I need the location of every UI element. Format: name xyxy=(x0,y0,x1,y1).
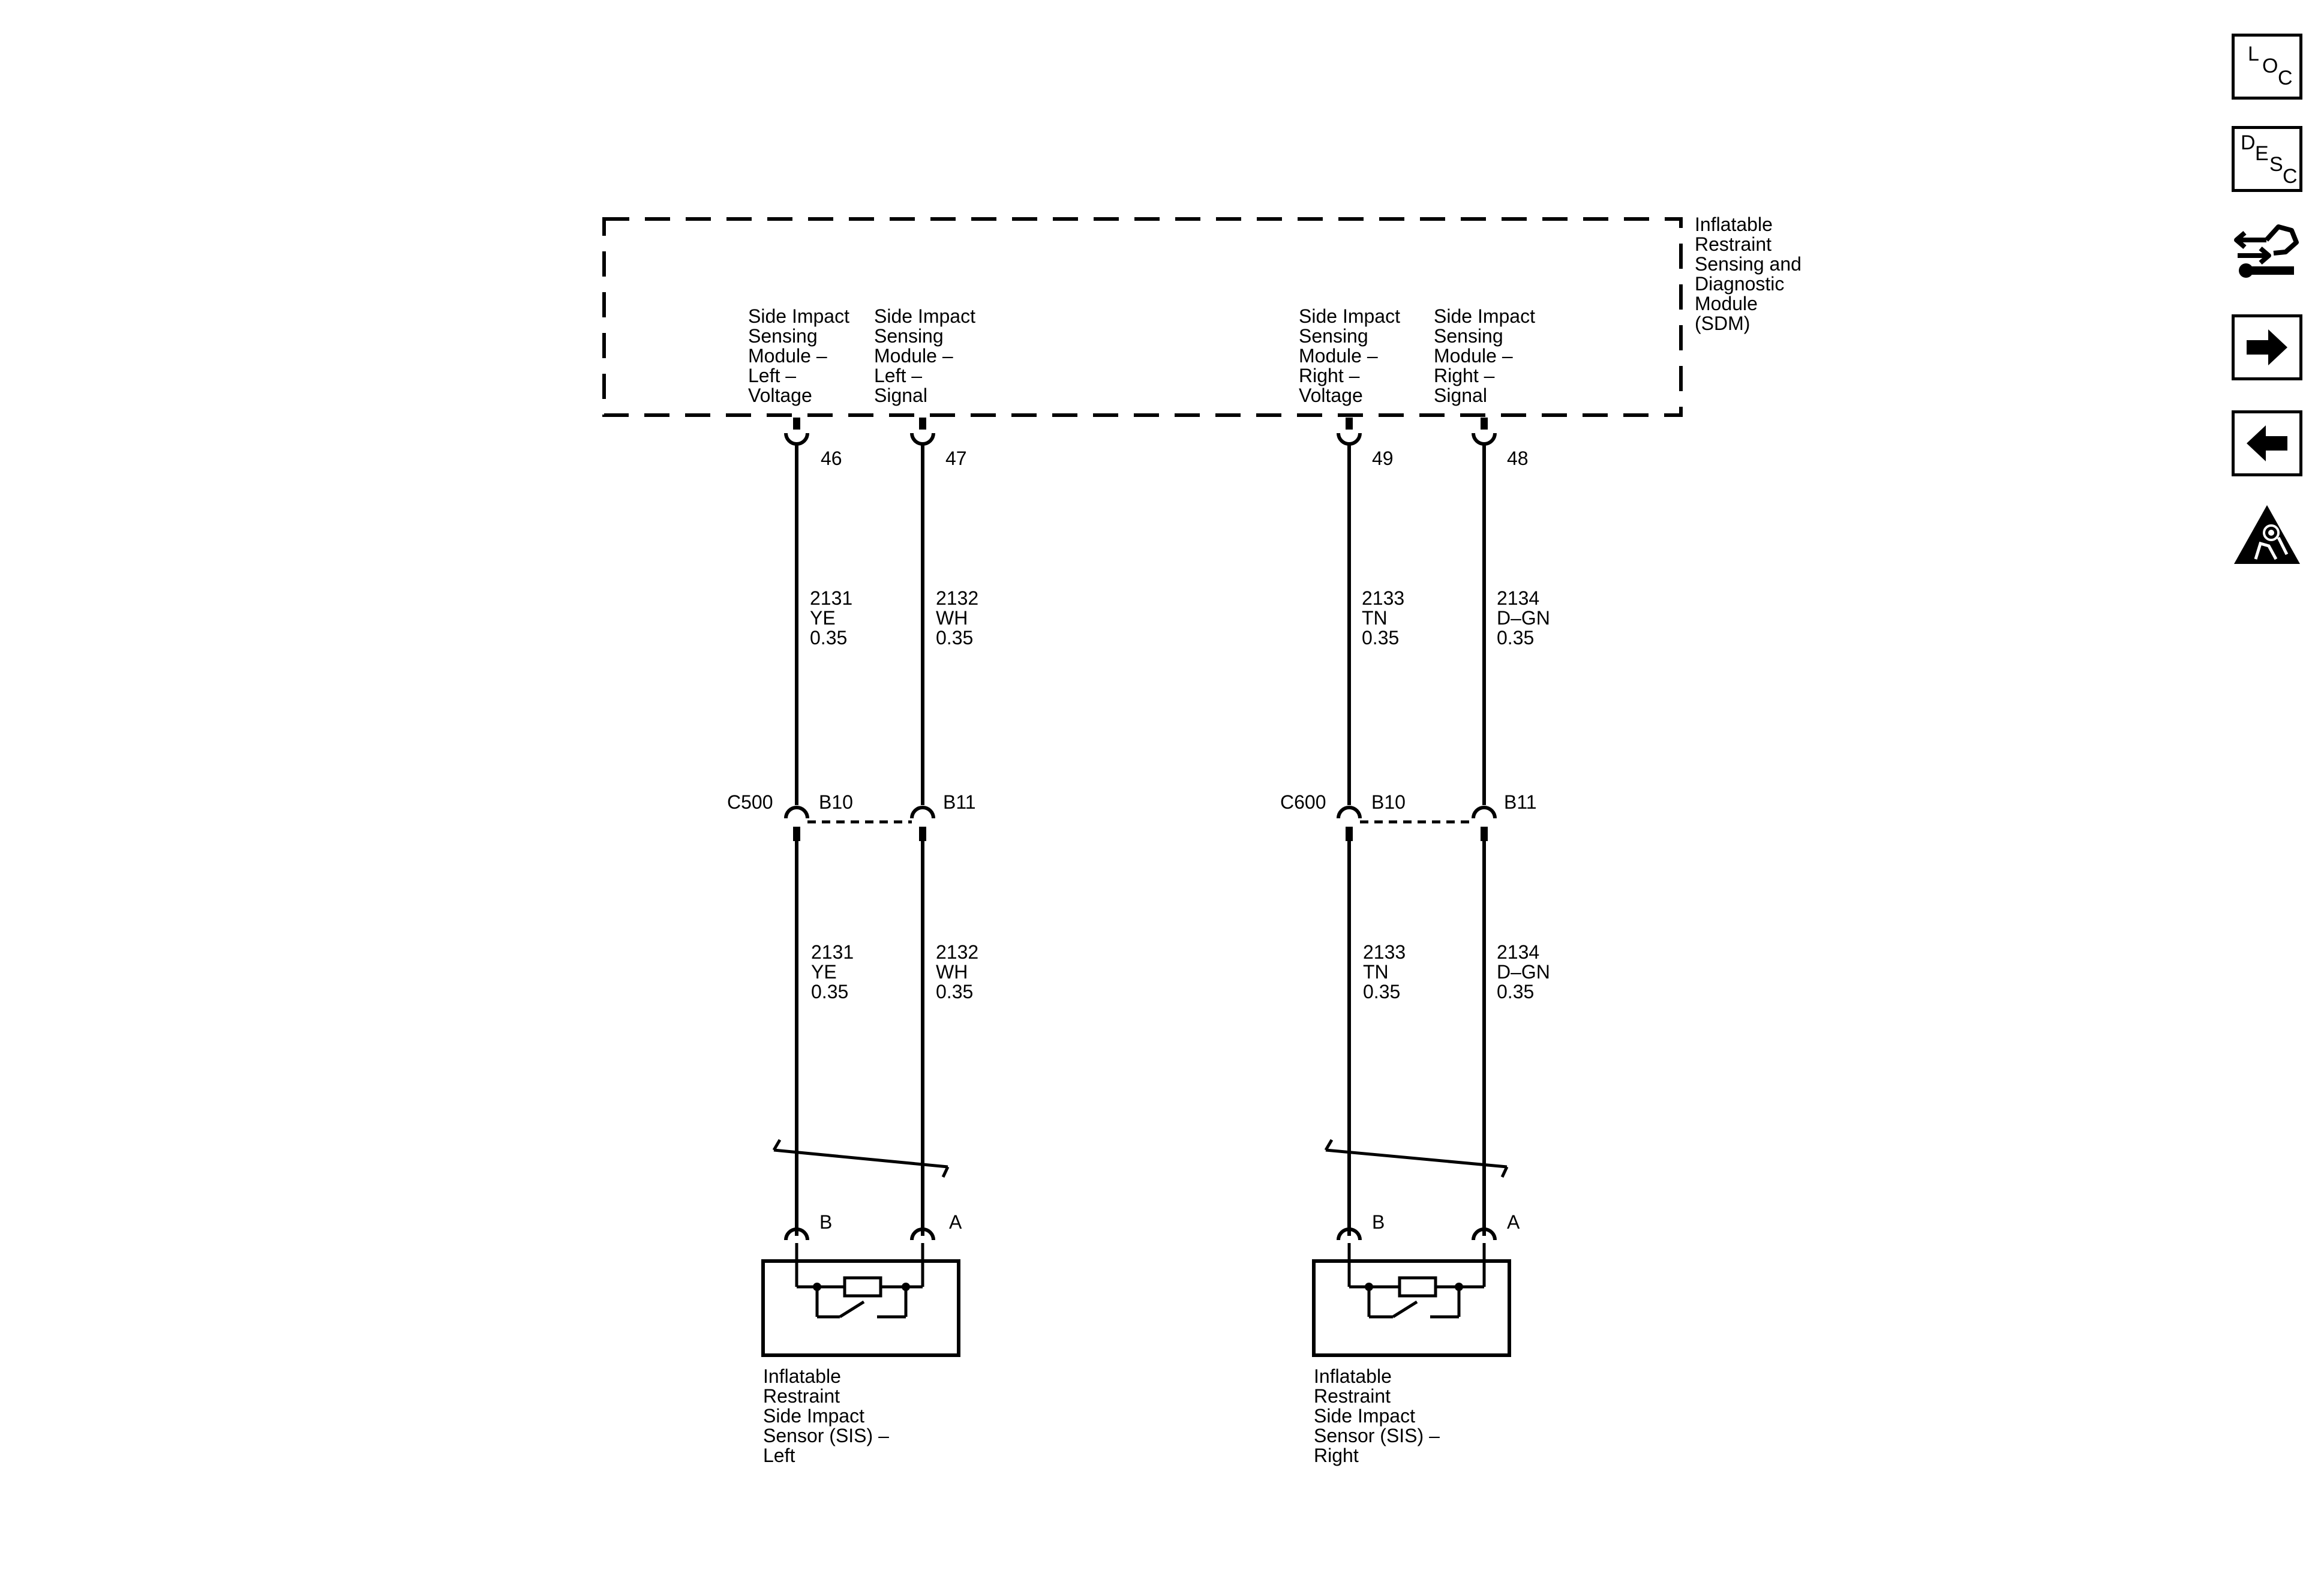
desc-letter: D xyxy=(2241,131,2256,154)
desc-letter: E xyxy=(2255,142,2269,165)
inline-pin-number: B10 xyxy=(819,791,853,813)
module-pin-terminal xyxy=(1337,433,1362,446)
sensor-right: Inflatable Restraint Side Impact Sensor … xyxy=(1312,1243,1511,1466)
sensor-pin-letter: B xyxy=(1372,1211,1385,1233)
loc-letter: C xyxy=(2278,67,2293,89)
sensor-internal-circuit xyxy=(795,1243,924,1319)
desc-button[interactable]: D E S C xyxy=(2232,126,2302,192)
sensor-pin-letter: B xyxy=(819,1211,832,1233)
loc-button[interactable]: L O C xyxy=(2232,34,2302,100)
desc-letter: S xyxy=(2269,153,2283,176)
sensor-name-label: Inflatable Restraint Side Impact Sensor … xyxy=(1314,1365,1445,1466)
sensor-pin-terminal xyxy=(910,1227,935,1241)
loc-letter: L xyxy=(2248,43,2259,65)
wire-upper-label: 2134 D–GN 0.35 xyxy=(1497,587,1556,649)
pin-function-label: Side Impact Sensing Module – Right – Sig… xyxy=(1434,305,1541,406)
sdm-module-boundary xyxy=(602,217,1683,417)
inline-pin-terminal xyxy=(1472,806,1497,819)
sensor-pin-terminal xyxy=(784,1227,809,1241)
previous-arrow-icon[interactable] xyxy=(2232,410,2302,476)
inline-pin-terminal xyxy=(784,806,809,819)
inline-pin-terminal xyxy=(910,806,935,819)
schematic-connector-icon[interactable] xyxy=(2232,218,2302,284)
sensor-housing xyxy=(1312,1259,1511,1357)
wire-upper-label: 2131 YE 0.35 xyxy=(810,587,858,649)
connector-name: C600 xyxy=(1280,791,1326,813)
module-pin-terminal xyxy=(910,433,935,446)
twisted-pair-marker-left-hook xyxy=(772,1139,782,1151)
connector-name: C500 xyxy=(727,791,773,813)
airbag-warning-icon[interactable] xyxy=(2232,502,2302,568)
sensor-junction xyxy=(813,1283,821,1291)
module-pin-number: 49 xyxy=(1372,448,1394,469)
sensor-junction xyxy=(1365,1283,1373,1291)
circuit-right-voltage: Side Impact Sensing Module – Right – Vol… xyxy=(1299,305,1411,1241)
sensor-left: Inflatable Restraint Side Impact Sensor … xyxy=(761,1243,960,1466)
sensor-pin-letter: A xyxy=(1507,1211,1520,1233)
inline-connector-c500: C500 xyxy=(727,791,912,824)
sensor-pin-terminal xyxy=(1337,1227,1362,1241)
sensor-pin-letter: A xyxy=(949,1211,962,1233)
inline-pin-number: B11 xyxy=(943,791,976,813)
circuit-left-voltage: Side Impact Sensing Module – Left – Volt… xyxy=(748,305,859,1241)
circuit-left-signal: Side Impact Sensing Module – Left – Sign… xyxy=(874,305,984,1241)
pin-function-label: Side Impact Sensing Module – Left – Sign… xyxy=(874,305,981,406)
twisted-pair-marker-right-tail xyxy=(1500,1166,1509,1178)
module-pin-number: 48 xyxy=(1507,448,1529,469)
inline-pin-terminal xyxy=(1337,806,1362,819)
loc-letter: O xyxy=(2262,55,2278,77)
module-pin-number: 47 xyxy=(945,448,967,469)
inline-pin-number: B10 xyxy=(1371,791,1406,813)
sensor-junction xyxy=(902,1283,910,1291)
inline-pin-number: B11 xyxy=(1504,791,1537,813)
sensor-housing xyxy=(761,1259,960,1357)
twisted-pair-marker-right xyxy=(1325,1148,1508,1169)
wire-lower-label: 2131 YE 0.35 xyxy=(811,941,859,1002)
module-pin-terminal xyxy=(784,433,809,446)
wire-lower-label: 2133 TN 0.35 xyxy=(1363,941,1411,1002)
twisted-pair-marker-left xyxy=(773,1148,948,1169)
wire-upper-label: 2132 WH 0.35 xyxy=(936,587,984,649)
wire-lower-label: 2132 WH 0.35 xyxy=(936,941,984,1002)
sensor-pin-terminal xyxy=(1472,1227,1497,1241)
circuit-right-signal: Side Impact Sensing Module – Right – Sig… xyxy=(1434,305,1556,1241)
module-pin-terminal xyxy=(1472,433,1497,446)
wire-lower-label: 2134 D–GN 0.35 xyxy=(1497,941,1556,1002)
sdm-module-label: Inflatable Restraint Sensing and Diagnos… xyxy=(1695,214,1807,334)
module-pin-number: 46 xyxy=(821,448,842,469)
wire-upper-label: 2133 TN 0.35 xyxy=(1362,587,1410,649)
next-arrow-icon[interactable] xyxy=(2232,314,2302,380)
inline-connector-c600: C600 xyxy=(1280,791,1473,824)
twisted-pair-marker-left-tail xyxy=(941,1166,950,1178)
sensor-junction xyxy=(1455,1283,1463,1291)
pin-function-label: Side Impact Sensing Module – Left – Volt… xyxy=(748,305,855,406)
desc-letter: C xyxy=(2283,165,2298,188)
pin-function-label: Side Impact Sensing Module – Right – Vol… xyxy=(1299,305,1406,406)
twisted-pair-marker-right-hook xyxy=(1324,1139,1334,1151)
sensor-name-label: Inflatable Restraint Side Impact Sensor … xyxy=(763,1365,894,1466)
sensor-internal-circuit xyxy=(1347,1243,1486,1319)
